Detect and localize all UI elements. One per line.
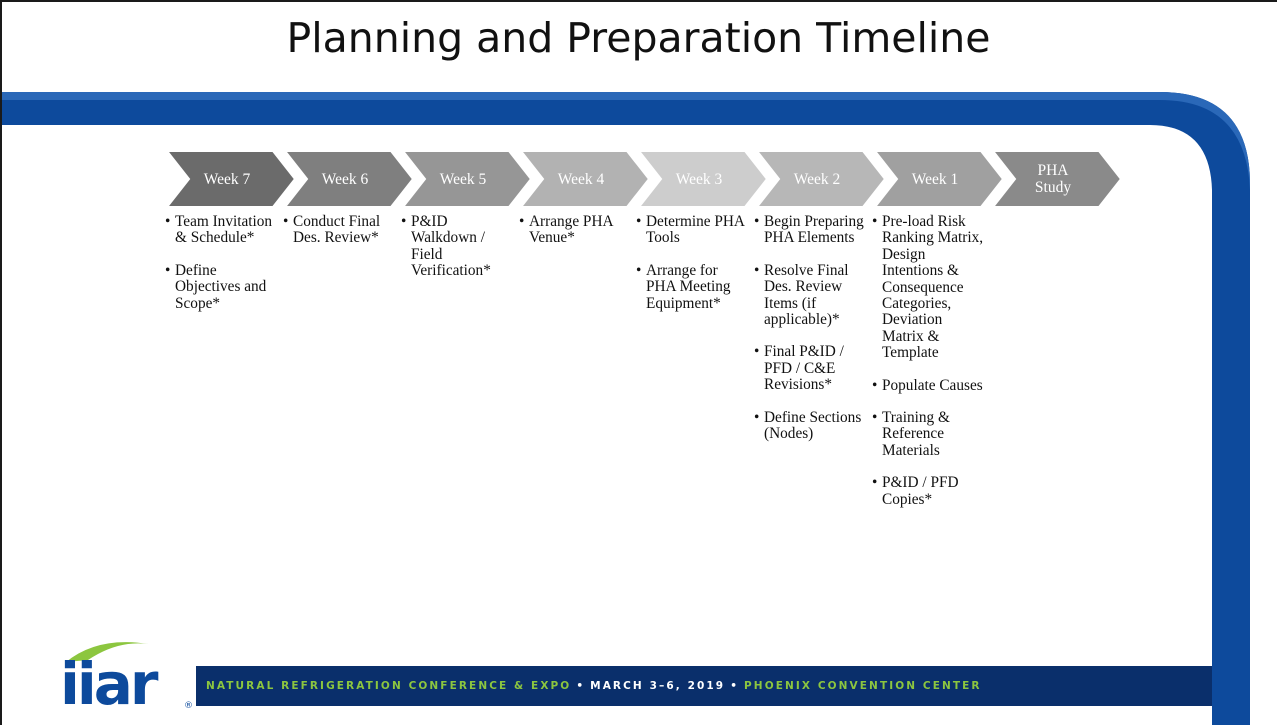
task-column: Team Invitation & Schedule* Define Object… <box>165 213 277 328</box>
chevron-label-text: Week 6 <box>321 170 369 188</box>
task-item: Define Objectives and Scope* <box>165 262 277 312</box>
task-item: Define Sections (Nodes) <box>754 409 866 443</box>
task-item: Determine PHA Tools <box>636 213 748 247</box>
banner-conference: NATURAL REFRIGERATION CONFERENCE & EXPO <box>206 680 572 692</box>
banner-separator: • <box>730 680 740 692</box>
chevron-label-text: Week 3 <box>675 170 723 188</box>
task-item: Arrange for PHA Meeting Equipment* <box>636 262 748 312</box>
footer-banner-bg <box>196 666 1212 706</box>
chevron-step <box>519 151 651 207</box>
logo-registered: ® <box>184 701 193 711</box>
chevron-label: Week 4 <box>521 151 627 207</box>
logo-text: iiar <box>60 650 159 712</box>
chevron-label: Week 3 <box>639 151 745 207</box>
task-item: Conduct Final Des. Review* <box>283 213 395 247</box>
chevron-label-text: Week 2 <box>793 170 841 188</box>
task-item: Arrange PHA Venue* <box>519 213 631 247</box>
task-column: Arrange PHA Venue* <box>519 213 631 263</box>
task-list: P&ID Walkdown / Field Verification* <box>401 213 513 280</box>
task-list: Pre-load Risk Ranking Matrix, Design Int… <box>872 213 984 508</box>
chevron-label-text: Week 7 <box>203 170 251 188</box>
task-list: Team Invitation & Schedule* Define Object… <box>165 213 277 312</box>
chevron-label: Week 7 <box>167 151 273 207</box>
conference-banner: NATURAL REFRIGERATION CONFERENCE & EXPO … <box>196 666 1205 706</box>
task-column: Determine PHA ToolsArrange for PHA Meeti… <box>636 213 748 328</box>
chevron-step <box>283 151 415 207</box>
chevron-label: Week 5 <box>403 151 509 207</box>
task-column: Conduct Final Des. Review* <box>283 213 395 263</box>
iiar-logo: iiar ® <box>58 634 196 718</box>
logo-swoosh <box>66 642 148 662</box>
chevron-label-text: Week 1 <box>911 170 959 188</box>
task-item: Training & Reference Materials <box>872 409 984 459</box>
banner-dates: MARCH 3–6, 2019 <box>590 680 726 692</box>
chevron-label: PHA Study <box>993 151 1099 207</box>
banner-venue: PHOENIX CONVENTION CENTER <box>744 680 982 692</box>
task-item: P&ID / PFD Copies* <box>872 475 984 508</box>
chevron-label: Week 6 <box>285 151 391 207</box>
chevron-step <box>755 151 887 207</box>
chevron-step <box>167 151 297 207</box>
chevron-shapes <box>167 151 1123 207</box>
task-item: Begin Preparing PHA Elements <box>754 213 866 247</box>
task-item: Populate Causes <box>872 377 984 395</box>
chevron-step <box>401 151 533 207</box>
task-column: Begin Preparing PHA ElementsResolve Fina… <box>754 213 866 458</box>
chevron-label-text: Week 5 <box>439 170 487 188</box>
chevron-label-text: Week 4 <box>557 170 605 188</box>
task-column: Pre-load Risk Ranking Matrix, Design Int… <box>872 213 984 524</box>
chevron-label: Week 1 <box>875 151 981 207</box>
banner-separator: • <box>576 680 586 692</box>
task-item: Final P&ID / PFD / C&E Revisions* <box>754 344 866 393</box>
chevron-step <box>991 151 1123 207</box>
timeline-chevrons: Week 7 Week 6 Week 5 Week 4 Week 3 Week 2 Week… <box>167 151 1137 207</box>
chevron-step <box>873 151 1005 207</box>
chevron-label: Week 2 <box>757 151 863 207</box>
task-item: P&ID Walkdown / Field Verification* <box>401 213 513 280</box>
task-list: Arrange PHA Venue* <box>519 213 631 247</box>
task-list: Determine PHA ToolsArrange for PHA Meeti… <box>636 213 748 312</box>
slide-title: Planning and Preparation Timeline <box>286 14 991 62</box>
task-list: Conduct Final Des. Review* <box>283 213 395 247</box>
task-column: P&ID Walkdown / Field Verification* <box>401 213 513 296</box>
task-list: Begin Preparing PHA ElementsResolve Fina… <box>754 213 866 443</box>
task-item: Team Invitation & Schedule* <box>165 213 277 247</box>
task-item: Pre-load Risk Ranking Matrix, Design Int… <box>872 213 984 362</box>
chevron-label-text: PHA Study <box>1034 162 1072 196</box>
task-item: Resolve Final Des. Review Items (if appl… <box>754 262 866 329</box>
chevron-step <box>637 151 769 207</box>
